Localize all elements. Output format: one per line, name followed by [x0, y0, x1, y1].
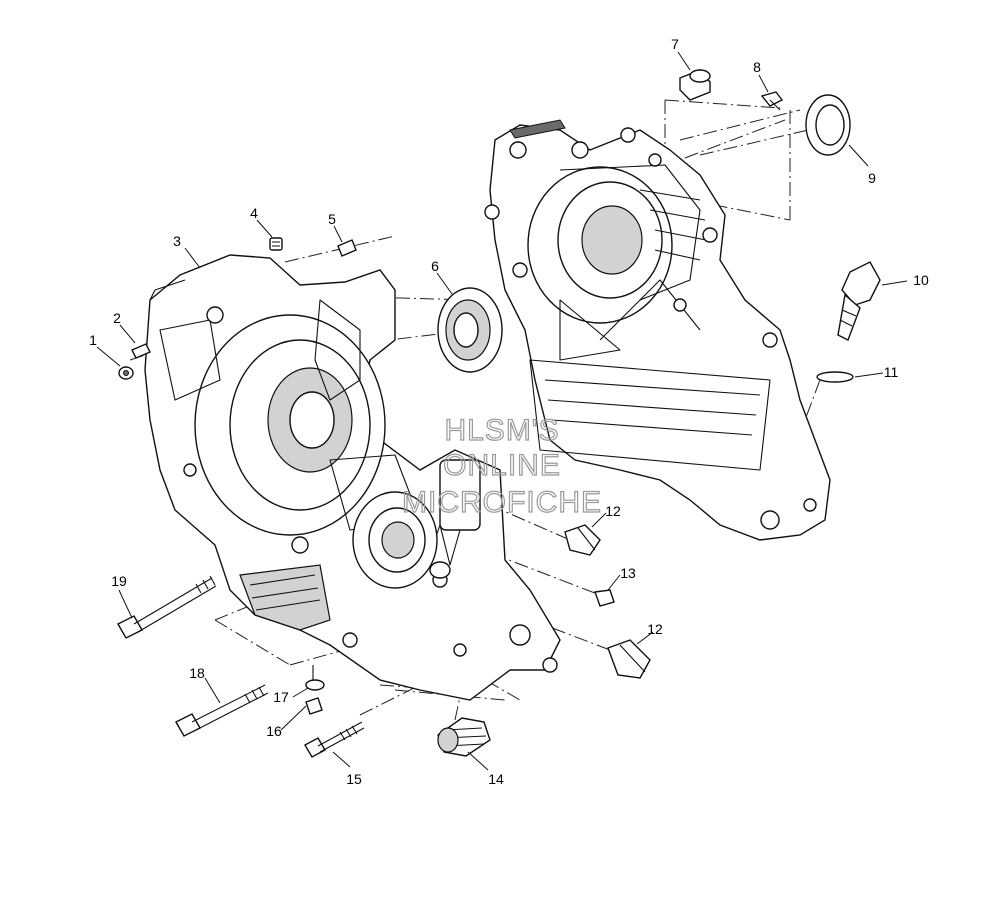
- callout-16: 16: [266, 723, 282, 739]
- left-crankcase-half: [144, 254, 561, 701]
- part-14-plug: [437, 717, 491, 757]
- callout-4: 4: [250, 205, 258, 221]
- part-4-plug: [269, 237, 283, 251]
- part-1-nut: [118, 366, 134, 380]
- right-crankcase-half: [484, 119, 831, 541]
- callout-8: 8: [753, 59, 761, 75]
- callout-3: 3: [173, 233, 181, 249]
- watermark: HLSM'S ONLINE MICROFICHE: [401, 413, 602, 519]
- part-6-bearing: [437, 287, 503, 373]
- part-15-bolt: [304, 721, 365, 758]
- part-19-bolt: [117, 575, 217, 639]
- callout-6: 6: [431, 258, 439, 274]
- callout-18: 18: [189, 665, 205, 681]
- small-parts: [117, 69, 881, 758]
- callout-9: 9: [868, 170, 876, 186]
- watermark-line-2: ONLINE: [443, 449, 561, 482]
- callout-2: 2: [113, 310, 121, 326]
- watermark-line-1: HLSM'S: [444, 414, 559, 447]
- callout-15: 15: [346, 771, 362, 787]
- part-9-seal: [805, 94, 851, 156]
- part-16-nut: [305, 697, 323, 715]
- part-10-sensor: [837, 261, 881, 341]
- part-12-fitting-upper: [564, 524, 601, 556]
- part-17-washer: [305, 665, 325, 691]
- part-13-nut: [594, 589, 615, 607]
- callout-12-upper: 12: [605, 503, 621, 519]
- callout-12-lower: 12: [647, 621, 663, 637]
- part-5-dowel: [337, 239, 357, 257]
- pump-pulley: [352, 459, 481, 589]
- callout-11: 11: [884, 364, 899, 380]
- leader-lines: [96, 51, 908, 771]
- callout-14: 14: [488, 771, 504, 787]
- part-12-fitting-lower: [607, 639, 651, 679]
- watermark-line-3: MICROFICHE: [402, 486, 602, 519]
- callout-1: 1: [89, 332, 97, 348]
- part-18-bolt: [175, 684, 269, 737]
- part-2-dowel: [131, 343, 151, 359]
- part-8-bolt: [760, 91, 784, 111]
- part-11-oring: [816, 371, 854, 383]
- callout-10: 10: [913, 272, 929, 288]
- callout-7: 7: [671, 36, 679, 52]
- callout-labels: 1 2 3 4 5 6 7 8 9 10 11 12 13 12 14 15 1…: [89, 36, 929, 787]
- part-7-cap: [679, 69, 711, 101]
- callout-5: 5: [328, 211, 336, 227]
- callout-13: 13: [620, 565, 636, 581]
- callout-17: 17: [273, 689, 289, 705]
- callout-19: 19: [111, 573, 127, 589]
